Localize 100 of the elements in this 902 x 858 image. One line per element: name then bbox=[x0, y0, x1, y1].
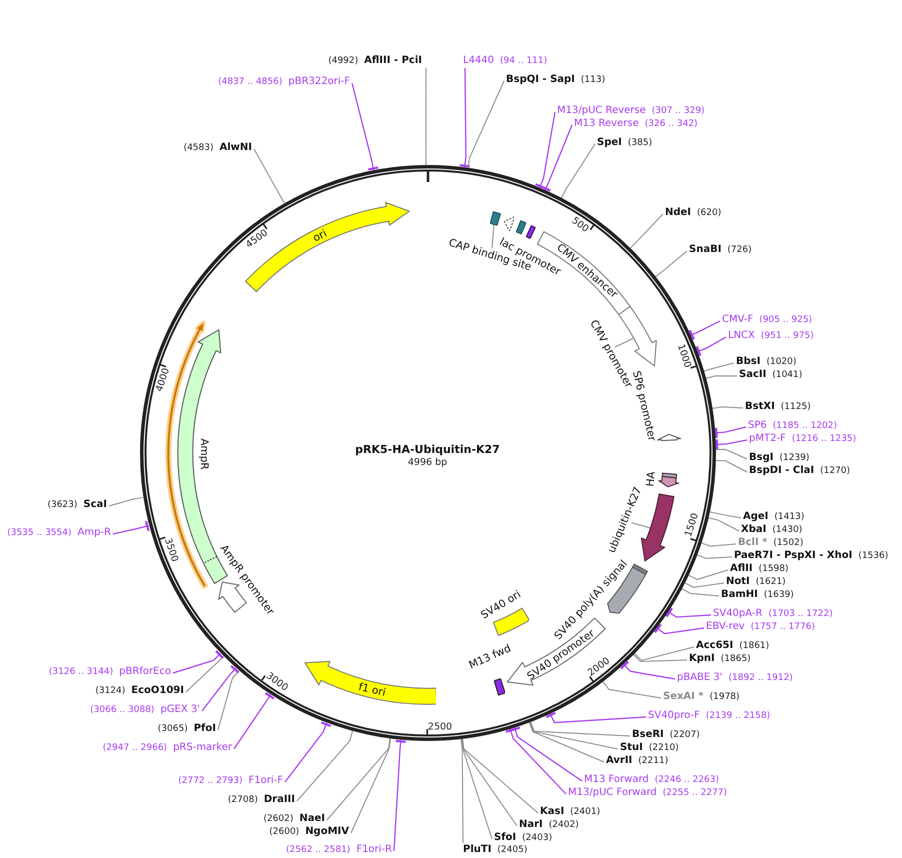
leader-line bbox=[714, 426, 746, 439]
scale-label: 2500 bbox=[428, 721, 453, 732]
leader-line bbox=[112, 520, 150, 535]
leader-line bbox=[714, 460, 748, 472]
leader-line bbox=[254, 148, 285, 204]
leader-line bbox=[504, 728, 566, 794]
enzyme-name: NarI bbox=[519, 818, 543, 832]
primer-name: M13/pUC Forward bbox=[568, 786, 657, 800]
leader-line bbox=[172, 650, 224, 674]
primer-name: F1ori-F bbox=[248, 774, 283, 788]
leader-line bbox=[218, 670, 240, 730]
primer-range: (3066 .. 3088) bbox=[90, 704, 154, 717]
cut-site-position: (2602) bbox=[263, 813, 294, 826]
leader-line bbox=[708, 511, 742, 518]
cut-site-position: (385) bbox=[628, 137, 652, 150]
cut-site-position: (1536) bbox=[858, 550, 888, 563]
enzyme-name: BstXI bbox=[745, 400, 775, 414]
cut-site-position: (2403) bbox=[522, 832, 552, 845]
leader-line bbox=[614, 338, 634, 348]
leader-line bbox=[296, 730, 353, 802]
leader-line bbox=[393, 740, 407, 852]
cut-site-position: (3124) bbox=[95, 685, 126, 698]
cut-site-position: (1598) bbox=[758, 563, 789, 576]
primer-range: (951 .. 975) bbox=[760, 330, 814, 343]
feature-label: AmpR bbox=[198, 438, 210, 470]
leader-line bbox=[425, 68, 426, 166]
enzyme-name: BseRI bbox=[632, 728, 664, 742]
leader-line bbox=[696, 336, 726, 357]
leader-line bbox=[696, 554, 732, 559]
leader-line bbox=[654, 250, 688, 278]
leader-line bbox=[540, 124, 573, 192]
enzyme-name: SnaBI bbox=[689, 243, 722, 257]
feature-block bbox=[490, 211, 501, 226]
feature-block bbox=[526, 224, 536, 240]
cut-site-position: (1978) bbox=[710, 691, 740, 704]
enzyme-name: PluTI bbox=[463, 843, 492, 857]
cut-site-position: (2402) bbox=[548, 819, 579, 832]
cut-site-position: (726) bbox=[727, 244, 752, 257]
leader-line bbox=[560, 144, 596, 198]
cut-site-position: (113) bbox=[580, 74, 606, 87]
cut-site-position: (2210) bbox=[648, 742, 679, 755]
cut-site-position: (2405) bbox=[497, 844, 528, 857]
enzyme-name: AflIII - PciI bbox=[364, 54, 422, 68]
primer-range: (4837 .. 4856) bbox=[218, 76, 282, 89]
primer-name: pRS-marker bbox=[173, 741, 232, 755]
leader-line bbox=[684, 582, 724, 588]
cut-site-position: (1861) bbox=[739, 640, 770, 653]
leader-line bbox=[462, 738, 518, 826]
primer-name: CMV-F bbox=[722, 313, 754, 327]
leader-line bbox=[468, 80, 504, 168]
cut-site-position: (1020) bbox=[766, 356, 796, 369]
primer-name: EBV-rev bbox=[706, 620, 745, 634]
feature-block bbox=[516, 220, 526, 235]
cut-site-position: (620) bbox=[697, 207, 722, 220]
primer-range: (905 .. 925) bbox=[759, 314, 812, 327]
cut-site-position: (4583) bbox=[184, 142, 214, 155]
leader-line bbox=[545, 712, 646, 724]
leader-line bbox=[632, 654, 688, 662]
enzyme-name: AgeI bbox=[743, 510, 768, 524]
primer-name: SV40pA-R bbox=[713, 607, 762, 621]
enzyme-name: SpeI bbox=[597, 136, 622, 150]
cut-site-position: (2600) bbox=[269, 826, 300, 839]
leader-line bbox=[681, 588, 720, 596]
cut-site-position: (1502) bbox=[773, 537, 804, 550]
feature-label: ori bbox=[311, 228, 329, 244]
leader-line bbox=[630, 522, 651, 528]
primer-name: pGEX 3' bbox=[160, 703, 200, 717]
scale-label: 4000 bbox=[154, 367, 172, 394]
primer-range: (1757 .. 1776) bbox=[750, 621, 815, 634]
enzyme-name: Acc65I bbox=[696, 639, 734, 653]
leader-line bbox=[534, 112, 556, 190]
primer-name: SP6 bbox=[748, 419, 767, 433]
enzyme-name: AlwNI bbox=[220, 141, 252, 155]
primer-name: M13 Reverse bbox=[574, 117, 639, 131]
primer-name: SV40pro-F bbox=[648, 709, 700, 723]
leader-line bbox=[528, 722, 604, 762]
leader-line bbox=[326, 738, 390, 820]
plasmid-size: 4996 bp bbox=[408, 456, 448, 468]
enzyme-name: BbsI bbox=[736, 355, 760, 369]
enzyme-name: KasI bbox=[540, 805, 564, 819]
enzyme-name: BamHI bbox=[721, 588, 758, 602]
enzyme-name: BspQI - SapI bbox=[506, 73, 575, 87]
primer-range: (2562 .. 2581) bbox=[286, 844, 350, 857]
enzyme-name: PfoI bbox=[194, 722, 216, 736]
plasmid-name: pRK5-HA-Ubiquitin-K27 bbox=[355, 442, 500, 456]
leader-line bbox=[202, 664, 240, 712]
leader-line bbox=[234, 692, 276, 750]
feature-label: HA bbox=[644, 470, 658, 488]
cut-site-position: (1270) bbox=[820, 465, 850, 478]
enzyme-name: EcoO109I bbox=[131, 684, 184, 698]
primer-range: (307 .. 329) bbox=[652, 105, 705, 118]
primer-name: M13/pUC Reverse bbox=[557, 104, 646, 118]
leader-line bbox=[350, 738, 391, 834]
enzyme-name: BclI * bbox=[738, 536, 768, 550]
enzyme-name: NotI bbox=[726, 575, 750, 589]
primer-name: LNCX bbox=[728, 329, 755, 343]
leader-line bbox=[186, 656, 224, 692]
primer-range: (2947 .. 2966) bbox=[102, 742, 168, 755]
primer-range: (1216 .. 1235) bbox=[792, 433, 856, 446]
leader-line bbox=[460, 738, 464, 844]
